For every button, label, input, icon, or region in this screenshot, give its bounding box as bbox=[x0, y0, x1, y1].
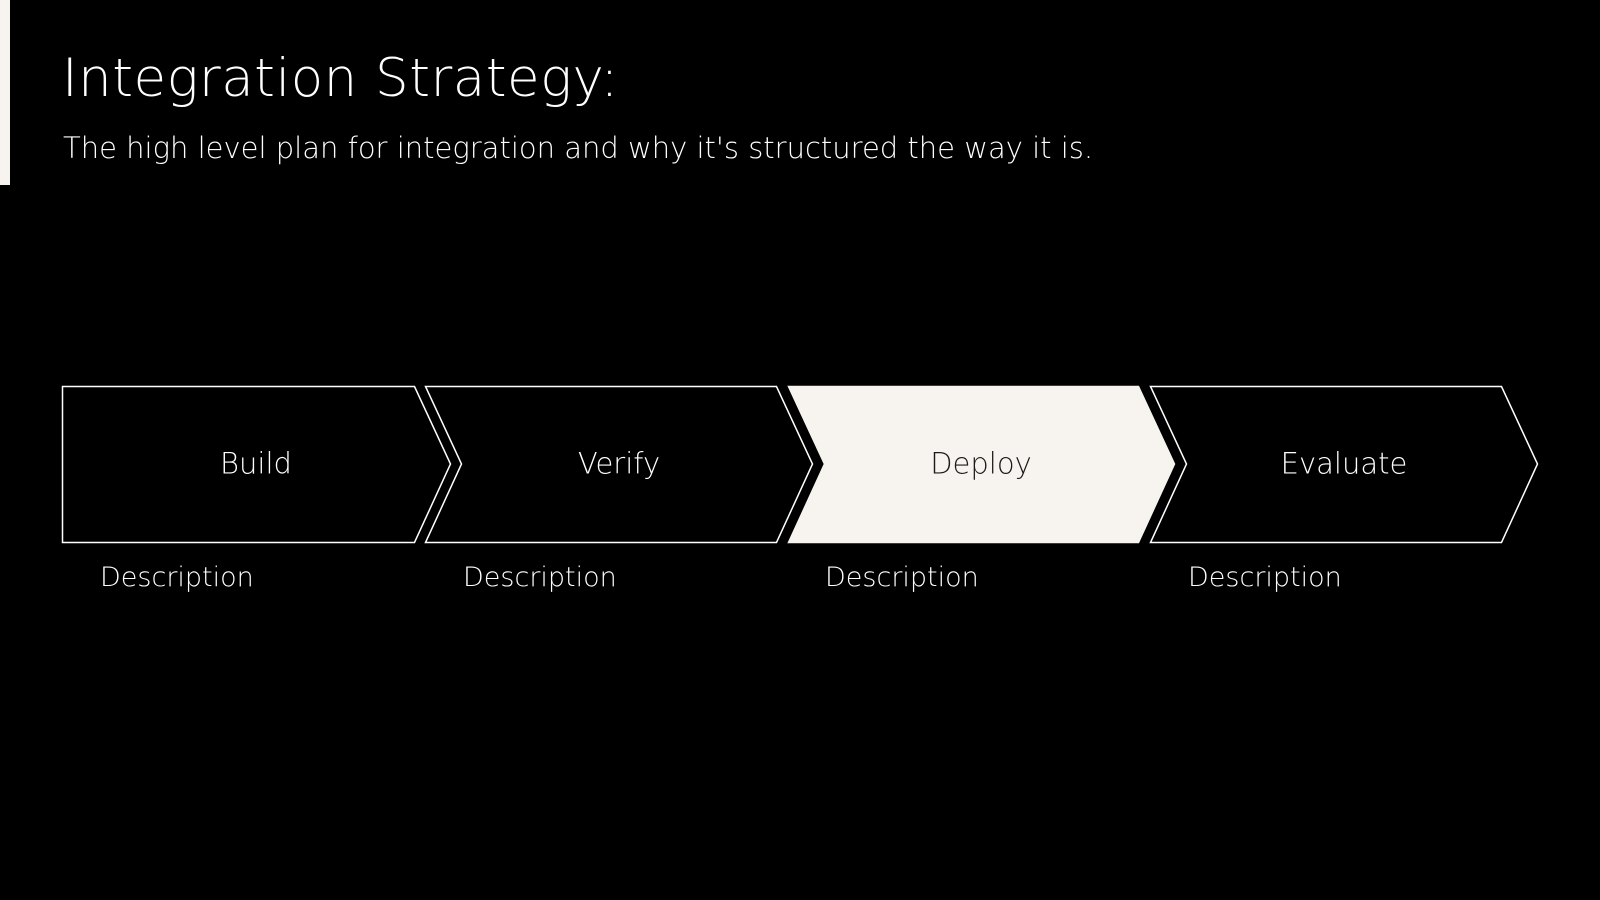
slide-title: Integration Strategy: bbox=[62, 48, 619, 109]
step-build-description: Description bbox=[100, 562, 254, 593]
step-evaluate-label: Evaluate bbox=[1280, 446, 1408, 481]
step-build-shape bbox=[61, 385, 452, 544]
step-evaluate-description: Description bbox=[1188, 562, 1342, 593]
step-build-label: Build bbox=[220, 446, 292, 481]
step-deploy-shape bbox=[787, 385, 1176, 544]
slide-subtitle: The high level plan for integration and … bbox=[63, 131, 1094, 165]
step-deploy-description: Description bbox=[825, 562, 979, 593]
step-verify-description: Description bbox=[463, 562, 617, 593]
accent-bar bbox=[0, 0, 10, 185]
step-verify-shape bbox=[424, 385, 814, 544]
step-verify-label: Verify bbox=[577, 446, 661, 481]
step-deploy-label: Deploy bbox=[930, 446, 1032, 481]
step-evaluate-shape bbox=[1149, 385, 1539, 544]
